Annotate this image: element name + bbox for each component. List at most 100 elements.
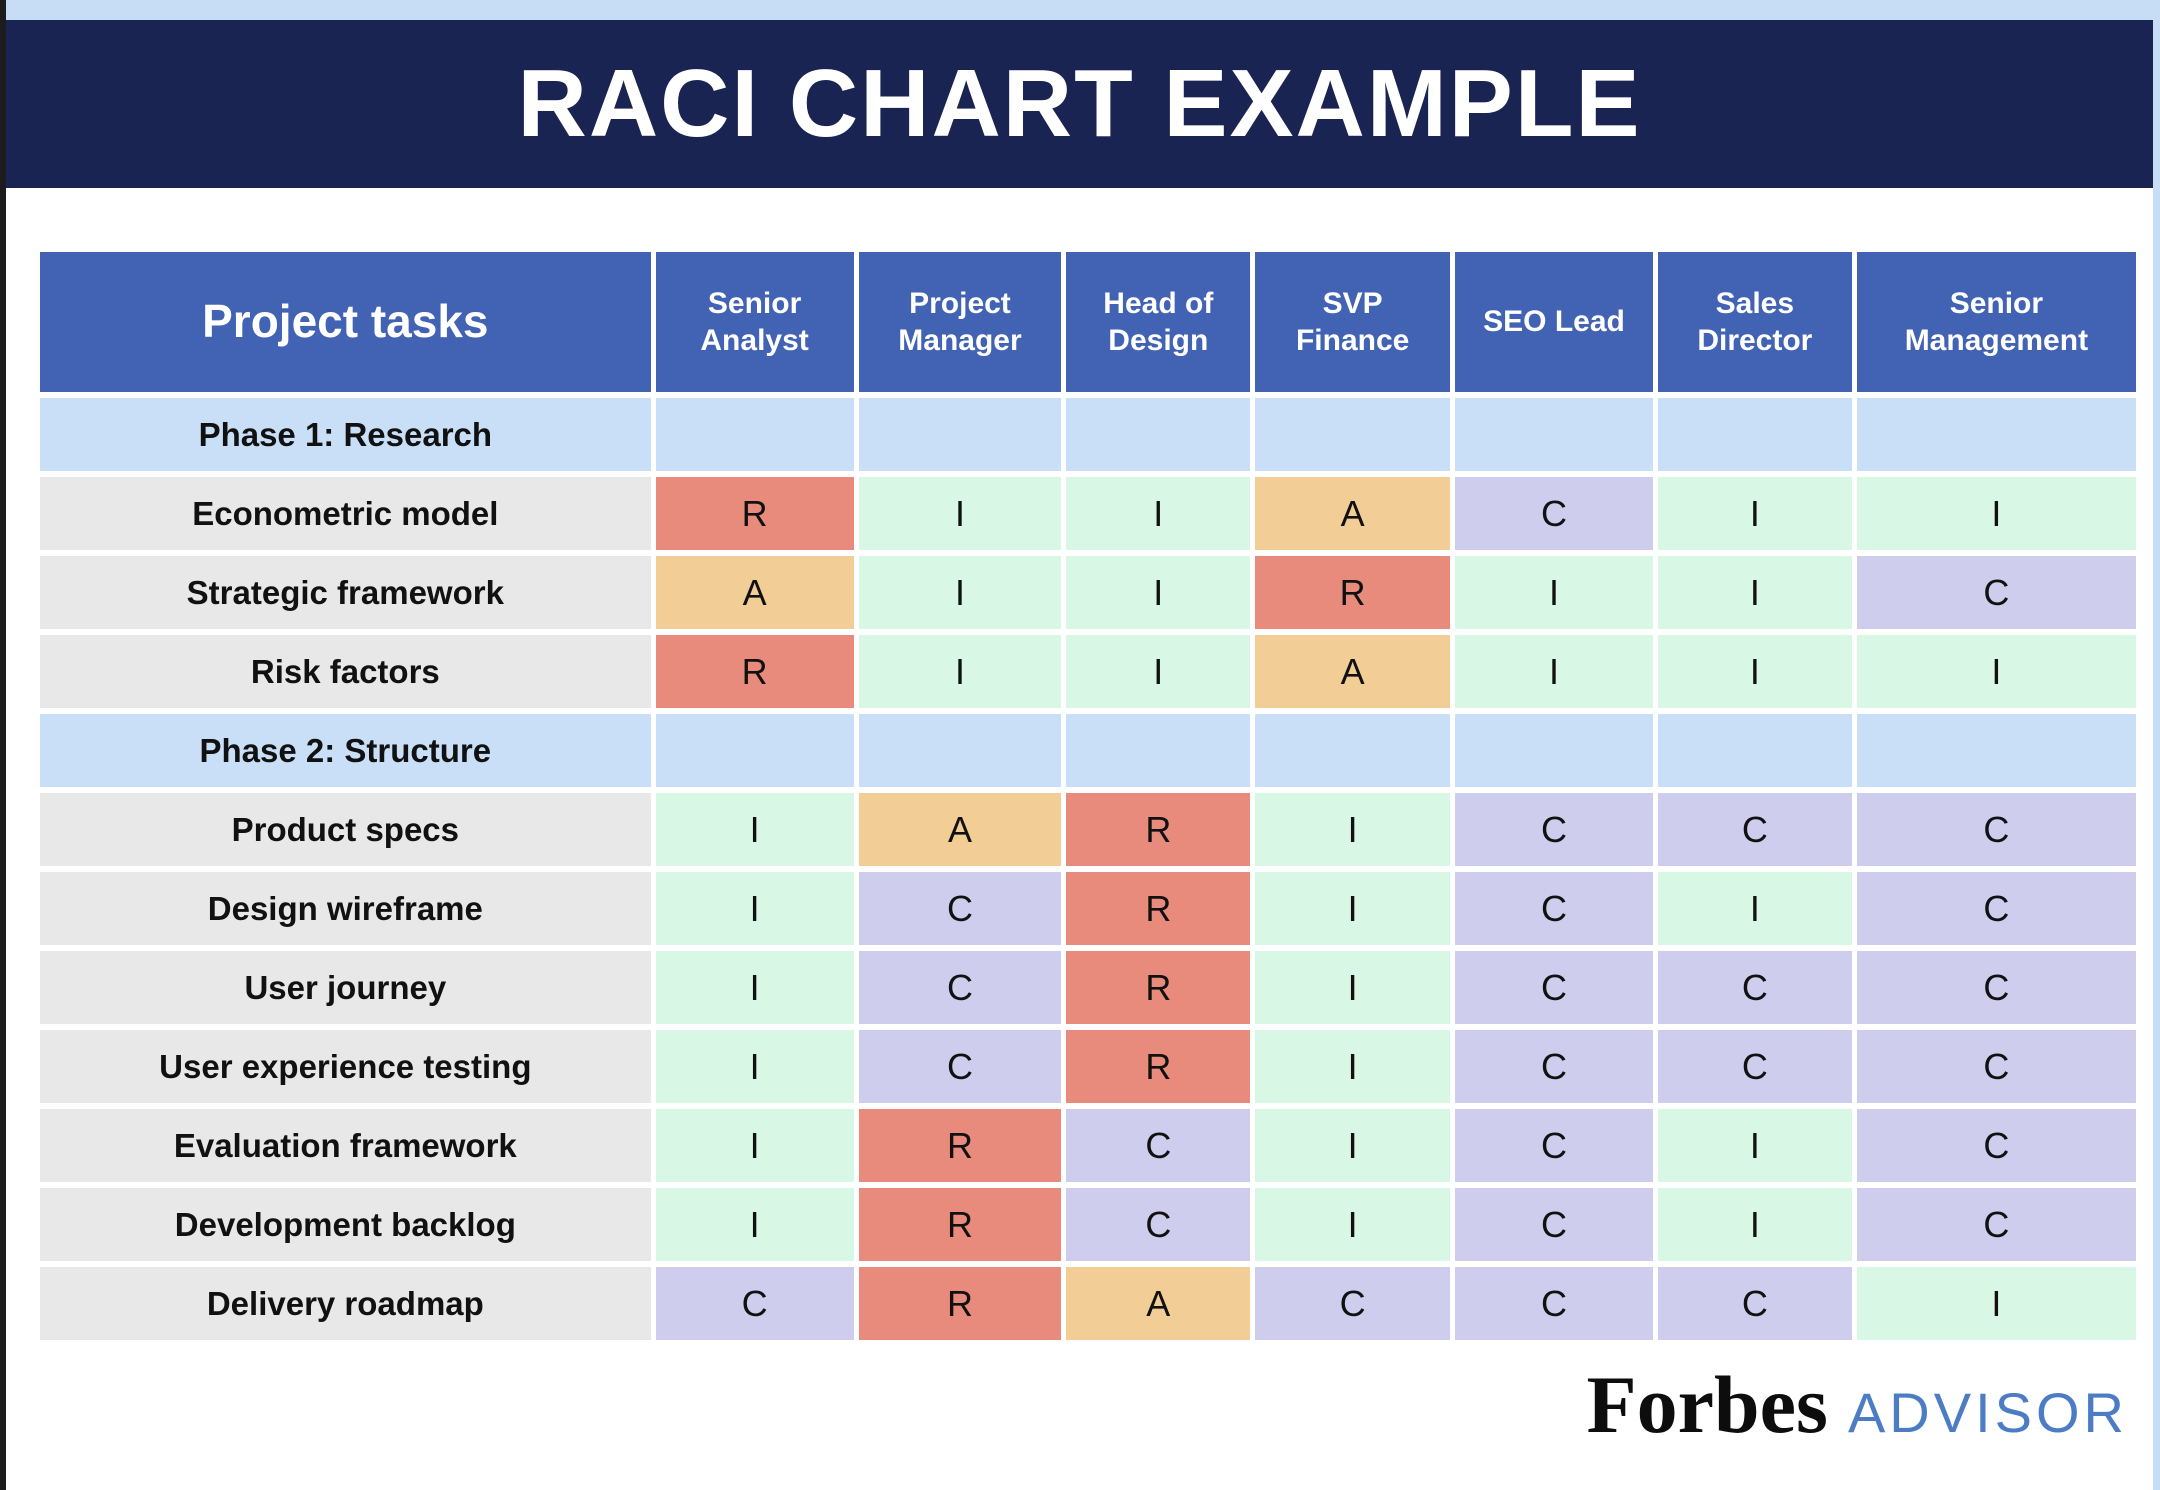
raci-cell-3-6: I — [1856, 635, 2136, 708]
raci-cell-1-4: C — [1455, 477, 1653, 550]
raci-cell-3-1: I — [858, 635, 1062, 708]
raci-cell-7-6: C — [1856, 951, 2136, 1024]
task-label: Econometric model — [40, 477, 651, 550]
task-label: Strategic framework — [40, 556, 651, 629]
task-label: Design wireframe — [40, 872, 651, 945]
raci-cell-6-2: R — [1066, 872, 1251, 945]
raci-cell-9-4: C — [1455, 1109, 1653, 1182]
column-header-role-1: Project Manager — [858, 252, 1062, 392]
raci-cell-2-1: I — [858, 556, 1062, 629]
raci-cell-1-1: I — [858, 477, 1062, 550]
raci-cell-5-2: R — [1066, 793, 1251, 866]
column-header-role-6: Senior Management — [1856, 252, 2136, 392]
raci-cell-6-6: C — [1856, 872, 2136, 945]
raci-cell-9-0: I — [655, 1109, 854, 1182]
raci-cell-11-0: C — [655, 1267, 854, 1340]
frame-right-strip — [2153, 0, 2160, 1490]
raci-cell-3-3: A — [1255, 635, 1451, 708]
raci-cell-10-4: C — [1455, 1188, 1653, 1261]
raci-cell-7-0: I — [655, 951, 854, 1024]
raci-cell-8-1: C — [858, 1030, 1062, 1103]
section-row-cell-3 — [1255, 714, 1451, 787]
raci-cell-10-2: C — [1066, 1188, 1251, 1261]
raci-cell-9-5: I — [1657, 1109, 1852, 1182]
advisor-wordmark: ADVISOR — [1847, 1381, 2128, 1444]
raci-cell-7-3: I — [1255, 951, 1451, 1024]
page-title: RACI CHART EXAMPLE — [517, 50, 1642, 157]
raci-cell-10-5: I — [1657, 1188, 1852, 1261]
raci-cell-9-3: I — [1255, 1109, 1451, 1182]
raci-cell-5-6: C — [1856, 793, 2136, 866]
raci-cell-2-6: C — [1856, 556, 2136, 629]
raci-cell-5-1: A — [858, 793, 1062, 866]
raci-cell-11-5: C — [1657, 1267, 1852, 1340]
frame-top-strip — [4, 0, 2160, 20]
raci-cell-8-0: I — [655, 1030, 854, 1103]
raci-cell-1-6: I — [1856, 477, 2136, 550]
raci-cell-7-1: C — [858, 951, 1062, 1024]
raci-cell-11-1: R — [858, 1267, 1062, 1340]
section-row-cell-0 — [655, 714, 854, 787]
section-row-cell-2 — [1066, 714, 1251, 787]
raci-cell-2-3: R — [1255, 556, 1451, 629]
task-label: Product specs — [40, 793, 651, 866]
section-row-cell-2 — [1066, 398, 1251, 471]
raci-cell-9-2: C — [1066, 1109, 1251, 1182]
raci-cell-5-0: I — [655, 793, 854, 866]
section-row-cell-4 — [1455, 714, 1653, 787]
raci-cell-6-4: C — [1455, 872, 1653, 945]
raci-cell-8-6: C — [1856, 1030, 2136, 1103]
raci-cell-2-4: I — [1455, 556, 1653, 629]
section-row-cell-5 — [1657, 714, 1852, 787]
raci-cell-6-0: I — [655, 872, 854, 945]
section-row-cell-4 — [1455, 398, 1653, 471]
section-row-cell-3 — [1255, 398, 1451, 471]
section-row-cell-6 — [1856, 714, 2136, 787]
column-header-project-tasks: Project tasks — [40, 252, 651, 392]
raci-cell-6-1: C — [858, 872, 1062, 945]
column-header-role-5: Sales Director — [1657, 252, 1852, 392]
raci-cell-10-0: I — [655, 1188, 854, 1261]
section-row-cell-1 — [858, 714, 1062, 787]
task-label: Delivery roadmap — [40, 1267, 651, 1340]
raci-cell-8-5: C — [1657, 1030, 1852, 1103]
raci-cell-8-4: C — [1455, 1030, 1653, 1103]
raci-cell-10-3: I — [1255, 1188, 1451, 1261]
forbes-advisor-logo: Forbes ADVISOR — [1587, 1358, 2128, 1452]
raci-cell-9-6: C — [1856, 1109, 2136, 1182]
column-header-role-2: Head of Design — [1066, 252, 1251, 392]
raci-cell-2-5: I — [1657, 556, 1852, 629]
raci-cell-5-5: C — [1657, 793, 1852, 866]
column-header-role-4: SEO Lead — [1455, 252, 1653, 392]
raci-cell-11-4: C — [1455, 1267, 1653, 1340]
raci-cell-3-5: I — [1657, 635, 1852, 708]
raci-cell-11-3: C — [1255, 1267, 1451, 1340]
task-label: User experience testing — [40, 1030, 651, 1103]
forbes-wordmark: Forbes — [1586, 1359, 1828, 1450]
raci-cell-3-2: I — [1066, 635, 1251, 708]
raci-cell-7-4: C — [1455, 951, 1653, 1024]
column-header-role-0: Senior Analyst — [655, 252, 854, 392]
section-row-cell-5 — [1657, 398, 1852, 471]
raci-cell-3-0: R — [655, 635, 854, 708]
section-row-cell-6 — [1856, 398, 2136, 471]
raci-cell-6-5: I — [1657, 872, 1852, 945]
section-row-label: Phase 1: Research — [40, 398, 651, 471]
task-label: Development backlog — [40, 1188, 651, 1261]
raci-cell-8-3: I — [1255, 1030, 1451, 1103]
raci-cell-1-3: A — [1255, 477, 1451, 550]
raci-cell-1-2: I — [1066, 477, 1251, 550]
raci-cell-7-5: C — [1657, 951, 1852, 1024]
raci-cell-2-0: A — [655, 556, 854, 629]
column-header-role-3: SVP Finance — [1255, 252, 1451, 392]
raci-cell-9-1: R — [858, 1109, 1062, 1182]
section-row-label: Phase 2: Structure — [40, 714, 651, 787]
raci-cell-7-2: R — [1066, 951, 1251, 1024]
title-banner: RACI CHART EXAMPLE — [6, 20, 2153, 188]
section-row-cell-0 — [655, 398, 854, 471]
raci-cell-2-2: I — [1066, 556, 1251, 629]
raci-cell-1-5: I — [1657, 477, 1852, 550]
raci-cell-11-2: A — [1066, 1267, 1251, 1340]
